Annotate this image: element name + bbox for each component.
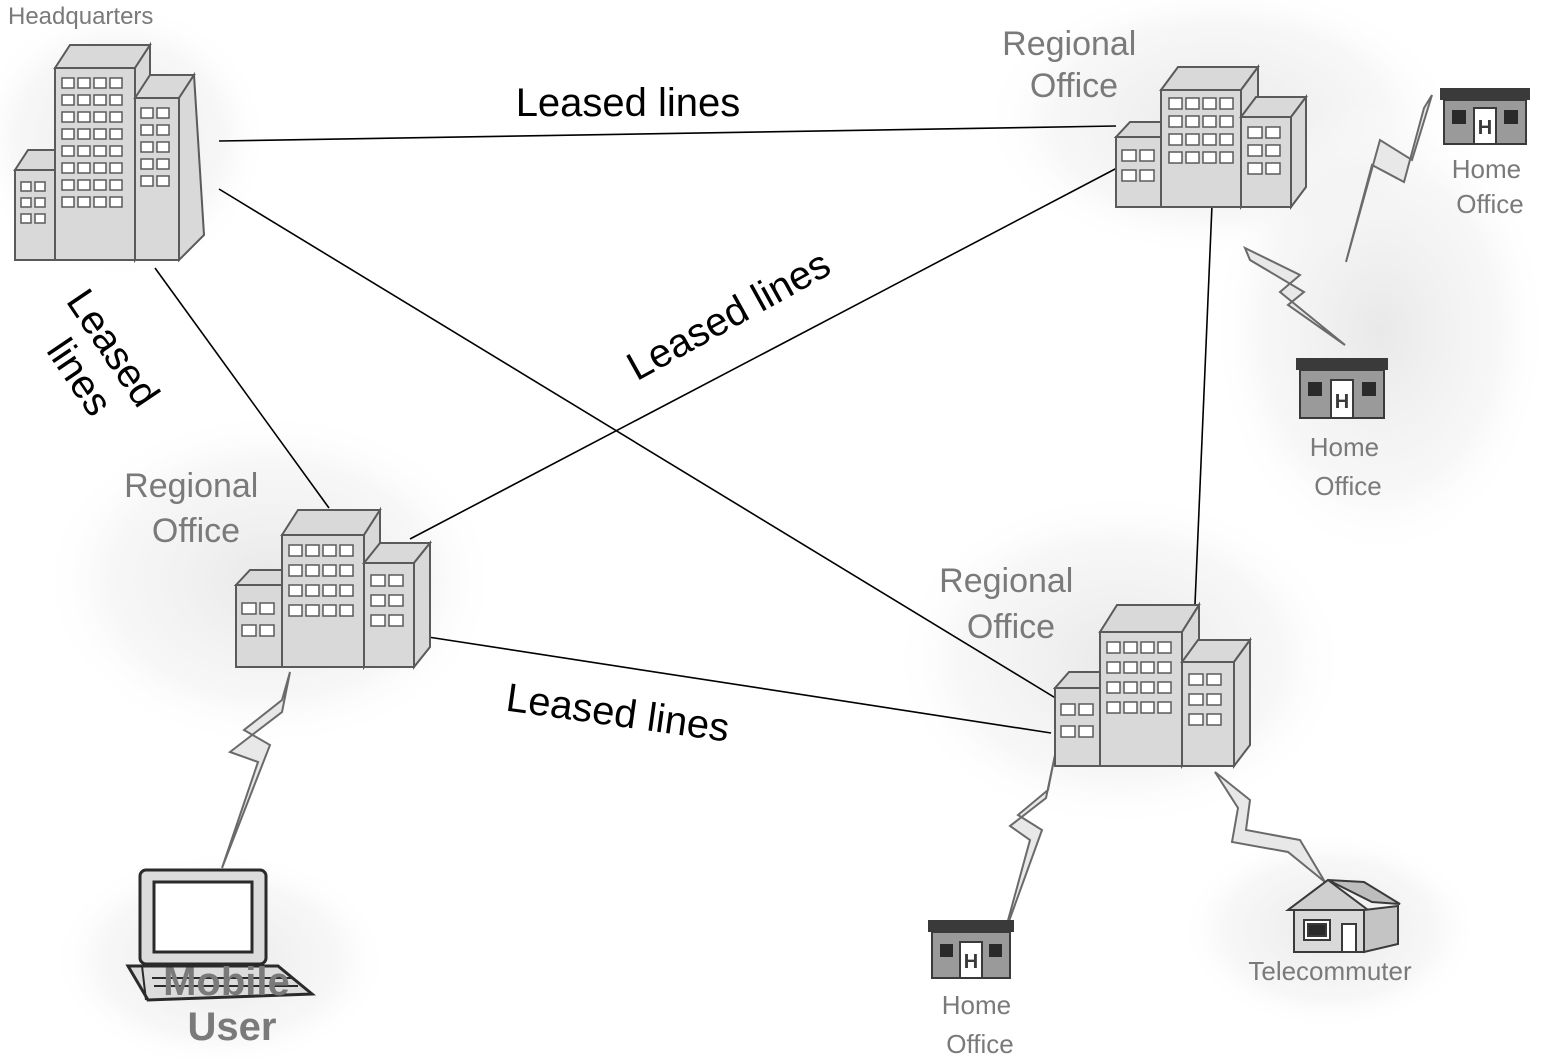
- wireless-links: [221, 94, 1433, 936]
- regional-office-w-label-line2: Office: [152, 512, 240, 550]
- link-regional-w-to-regional-se: [427, 636, 1052, 734]
- leased-lines-label-hq-w: Leased lines: [21, 281, 174, 448]
- regional-office-ne-label: Regional Office: [1002, 25, 1146, 105]
- home-office-1-label-line2: Office: [1456, 189, 1523, 219]
- regional-office-se-building-icon: [1052, 601, 1252, 770]
- regional-office-w-building-icon: [233, 506, 433, 671]
- home-office-2-label-line1: Home: [1310, 432, 1379, 462]
- regional-office-ne-building-icon: [1113, 63, 1308, 211]
- regional-office-w-label-line1: Regional: [124, 467, 258, 505]
- svg-text:H: H: [964, 951, 978, 973]
- telecommuter-label: Telecommuter: [1248, 956, 1412, 986]
- regional-office-se-label-line2: Office: [967, 608, 1055, 646]
- svg-text:H: H: [1335, 391, 1349, 413]
- home-office-3-label-line1: Home: [942, 990, 1011, 1020]
- regional-office-se-label-line1: Regional: [939, 562, 1073, 600]
- home-office-3-label: Home Office: [942, 990, 1019, 1059]
- telecommuter-house-icon: [1285, 878, 1401, 954]
- mobile-user-label: Mobile User: [163, 960, 301, 1049]
- link-hq-to-regional-se: [218, 188, 1068, 706]
- leased-lines-label-w-se: Leased lines: [504, 676, 733, 751]
- svg-text:H: H: [1478, 117, 1492, 139]
- home-office-2-house-icon: H: [1296, 358, 1388, 419]
- link-regional-w-to-regional-ne: [409, 167, 1118, 540]
- halo-home-right: [1210, 100, 1541, 560]
- regional-office-se-label: Regional Office: [939, 562, 1083, 646]
- home-office-1-label: Home Office: [1452, 154, 1529, 219]
- lightning-icon: [1243, 245, 1346, 346]
- link-hq-to-regional-ne: [218, 125, 1117, 142]
- leased-lines-label-diagonal: Leased lines: [620, 242, 838, 389]
- lightning-icon: [221, 671, 291, 869]
- leased-line-connections: [154, 125, 1213, 734]
- leased-lines-label-hq-ne: Leased lines: [516, 81, 741, 125]
- home-office-1-house-icon: H: [1440, 88, 1530, 145]
- home-office-2-label-line2: Office: [1314, 471, 1381, 501]
- home-office-1-label-line1: Home: [1452, 154, 1521, 184]
- regional-office-ne-label-line1: Regional: [1002, 25, 1136, 63]
- regional-office-w-label: Regional Office: [124, 467, 268, 550]
- home-office-3-house-icon: H: [928, 920, 1014, 979]
- link-hq-to-regional-w: [154, 267, 330, 509]
- mobile-user-label-line1: Mobile: [163, 960, 290, 1004]
- headquarters-building-icon: [13, 41, 206, 264]
- regional-office-ne-label-line2: Office: [1030, 67, 1118, 105]
- laptop-icon: [125, 868, 317, 1002]
- link-regional-ne-to-regional-se: [1194, 204, 1213, 605]
- mobile-user-label-line2: User: [188, 1005, 277, 1049]
- home-office-3-label-line2: Office: [946, 1029, 1013, 1059]
- home-office-2-label: Home Office: [1310, 432, 1387, 501]
- lightning-icon: [1345, 94, 1433, 263]
- headquarters-label: Headquarters: [8, 3, 153, 30]
